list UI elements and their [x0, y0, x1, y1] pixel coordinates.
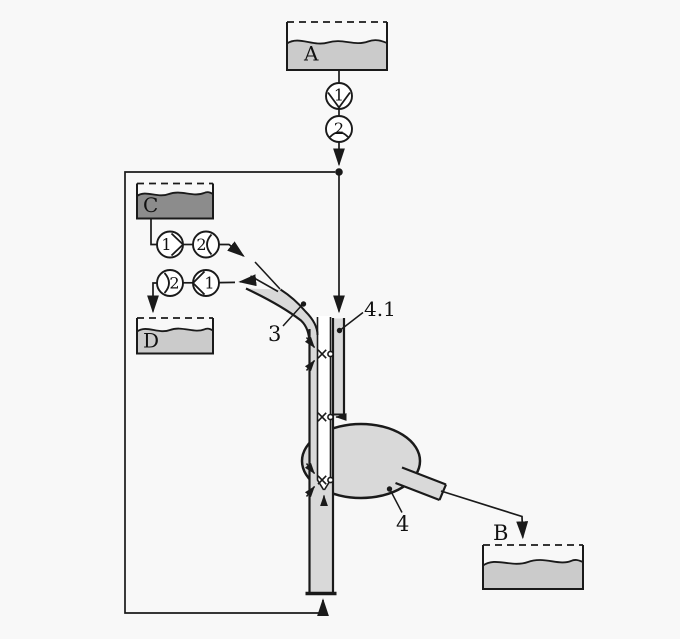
- label-4-1-leader: [340, 311, 364, 331]
- part-label-4: 4: [386, 486, 409, 536]
- tank-a: A: [286, 21, 388, 71]
- injector-symbol-1: [304, 336, 334, 372]
- injector-symbol-2: [317, 412, 347, 422]
- tank-b-liquid: [483, 559, 583, 589]
- label-3-leader: [282, 304, 303, 327]
- lance-split-line-1: [254, 261, 281, 290]
- label-3-text: 3: [268, 322, 281, 346]
- tank-c-liquid: [137, 192, 213, 218]
- tank-c-label: C: [143, 193, 158, 217]
- label-4-text: 4: [396, 512, 409, 536]
- tank-b: B: [482, 521, 584, 590]
- lance-and-column: [245, 261, 347, 596]
- label-4-1-text: 4.1: [364, 297, 396, 321]
- injector-circle-icon: [327, 350, 334, 358]
- label-4-leader: [389, 490, 403, 513]
- part-label-4-1: 4.1: [336, 297, 396, 334]
- pump-feed-2: 2: [325, 115, 353, 143]
- pump-triangle-icon: [327, 91, 351, 110]
- tank-c: C: [136, 182, 214, 220]
- tank-d-wave: [136, 327, 214, 333]
- pipe-vessel-to-b: [440, 490, 529, 540]
- lance-split-line-2: [250, 275, 279, 293]
- pipe-c-to-pump: [150, 218, 157, 246]
- tank-a-liquid: [287, 40, 387, 69]
- pump-arc-icon: [329, 131, 349, 138]
- pipe-cpumps-to-lance: [218, 241, 245, 258]
- guide-tube-fill: [333, 318, 344, 415]
- pump-d-1-label: 1: [204, 274, 214, 293]
- injector-circle-icon: [327, 413, 334, 421]
- injector-circle-icon: [327, 476, 334, 484]
- tank-d-liquid: [137, 328, 213, 353]
- pump-feed-2-label: 2: [334, 119, 344, 138]
- lance-inner-wall: [279, 288, 319, 336]
- pump-feed-1-label: 1: [334, 86, 344, 105]
- tank-a-walls: [286, 22, 388, 71]
- pump-feed-1: 1: [325, 82, 353, 110]
- inner-channel-fill: [317, 316, 331, 491]
- label-4-dot: [386, 486, 393, 492]
- pump-c-1-label: 1: [161, 235, 171, 254]
- pipe-lance-to-dpumps-arrow: [238, 274, 257, 287]
- tank-d-walls: [136, 318, 214, 355]
- tank-a-wave: [286, 39, 388, 45]
- tank-d: D: [136, 317, 214, 355]
- pump-triangle-icon: [170, 232, 185, 257]
- tank-b-label: B: [493, 521, 508, 545]
- pump-d-2-label: 2: [169, 274, 179, 293]
- tank-b-wave: [482, 559, 584, 567]
- label-4-1-dot: [336, 327, 343, 334]
- pump-circle-icon: [192, 230, 220, 259]
- pump-arc-icon: [163, 272, 170, 294]
- injector-symbol-3: [304, 462, 334, 506]
- pump-d-2: 2: [156, 269, 184, 297]
- tank-d-label: D: [143, 329, 159, 353]
- label-3-dot: [300, 301, 307, 307]
- channel-left-wall: [316, 317, 325, 491]
- pump-triangle-icon: [191, 270, 206, 296]
- pump-d-1: 1: [191, 269, 220, 297]
- tank-a-label: A: [303, 42, 319, 66]
- pump-c-2: 2: [192, 230, 220, 259]
- pump-c-1: 1: [156, 230, 185, 259]
- pump-circle-icon: [156, 269, 184, 297]
- pump-c-2-label: 2: [196, 235, 206, 254]
- tank-b-walls: [482, 545, 584, 590]
- pipe-dpumps-to-d: [147, 282, 159, 314]
- tank-c-wave: [136, 191, 214, 197]
- recirculation-loop-line: [124, 171, 336, 617]
- part-label-3: 3: [268, 301, 307, 346]
- pipe-lines: [124, 70, 345, 617]
- tank-c-walls: [136, 183, 214, 220]
- vessel-nozzle: [395, 467, 446, 500]
- junction-dot: [335, 168, 343, 176]
- pump-arc-icon: [206, 233, 213, 256]
